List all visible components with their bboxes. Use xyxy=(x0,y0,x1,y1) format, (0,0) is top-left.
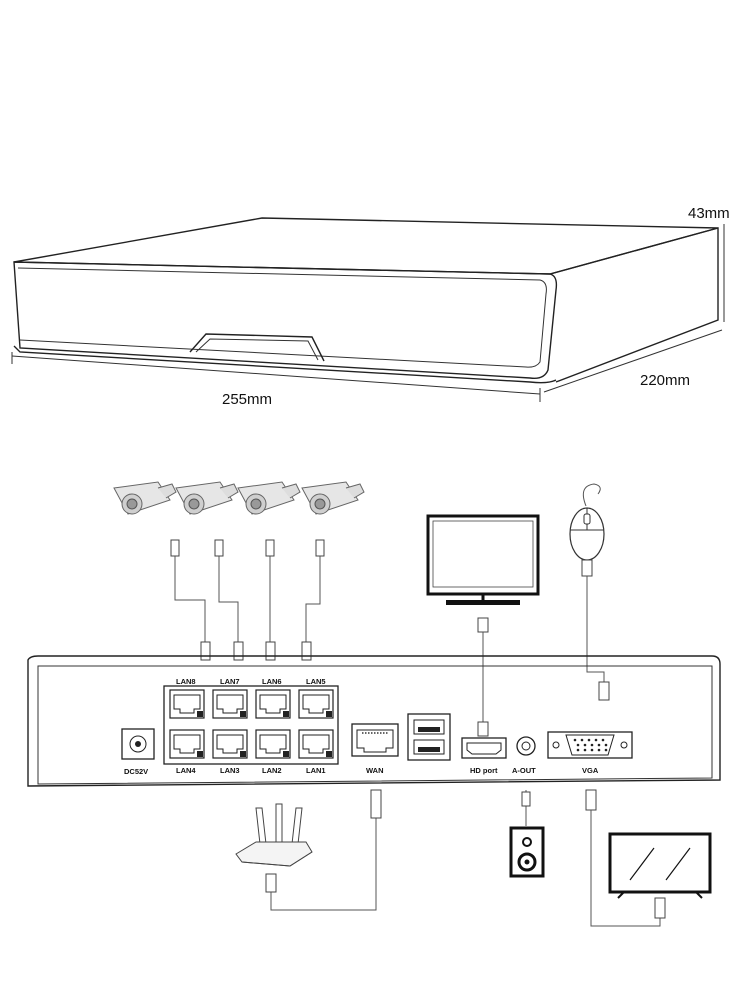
width-dimension-label: 255mm xyxy=(222,391,272,408)
mouse-cable xyxy=(581,559,610,701)
hdmi-port-label: HD port xyxy=(470,766,498,775)
vga-port-label: VGA xyxy=(582,766,599,775)
camera-icon xyxy=(113,481,177,515)
audio-out-port xyxy=(516,736,536,756)
lan-ports xyxy=(169,689,334,759)
audio-port-label: A-OUT xyxy=(512,766,536,775)
height-dimension-label: 43mm xyxy=(688,205,730,222)
vga-cable xyxy=(585,789,666,927)
dc-port-label: DC52V xyxy=(124,767,148,776)
audio-cable xyxy=(521,790,531,826)
nvr-perspective-drawing xyxy=(11,217,725,402)
lan-port-label: LAN8 xyxy=(176,677,196,686)
rj45-socket xyxy=(169,689,205,719)
camera-icon xyxy=(301,481,365,515)
mouse-icon xyxy=(569,483,605,561)
speaker-icon xyxy=(509,826,545,878)
hdmi-port xyxy=(461,737,507,759)
rj45-socket xyxy=(212,689,248,719)
lan-port-label: LAN6 xyxy=(262,677,282,686)
lan-port-label: LAN7 xyxy=(220,677,240,686)
rj45-socket xyxy=(255,729,291,759)
router-icon xyxy=(235,803,313,867)
rj45-socket xyxy=(298,729,334,759)
vga-monitor-icon xyxy=(608,832,712,899)
nvr-rear-panel xyxy=(27,655,721,787)
wan-port xyxy=(351,723,399,757)
camera-cables xyxy=(170,539,325,661)
vga-port xyxy=(547,731,633,759)
wan-port-label: WAN xyxy=(366,766,384,775)
hdmi-monitor-icon xyxy=(426,514,540,605)
router-cable xyxy=(265,789,382,911)
rj45-socket xyxy=(255,689,291,719)
lan-port-label: LAN2 xyxy=(262,766,282,775)
depth-dimension-label: 220mm xyxy=(640,372,690,389)
ip-cameras xyxy=(113,481,365,515)
rj45-socket xyxy=(212,729,248,759)
camera-icon xyxy=(175,481,239,515)
dc-power-jack xyxy=(121,728,155,760)
usb-ports xyxy=(407,713,451,761)
lan-port-label: LAN3 xyxy=(220,766,240,775)
camera-icon xyxy=(237,481,301,515)
rj45-socket xyxy=(298,689,334,719)
hdmi-cable xyxy=(477,617,489,737)
lan-port-label: LAN4 xyxy=(176,766,196,775)
lan-port-label: LAN1 xyxy=(306,766,326,775)
rj45-socket xyxy=(169,729,205,759)
lan-port-label: LAN5 xyxy=(306,677,326,686)
